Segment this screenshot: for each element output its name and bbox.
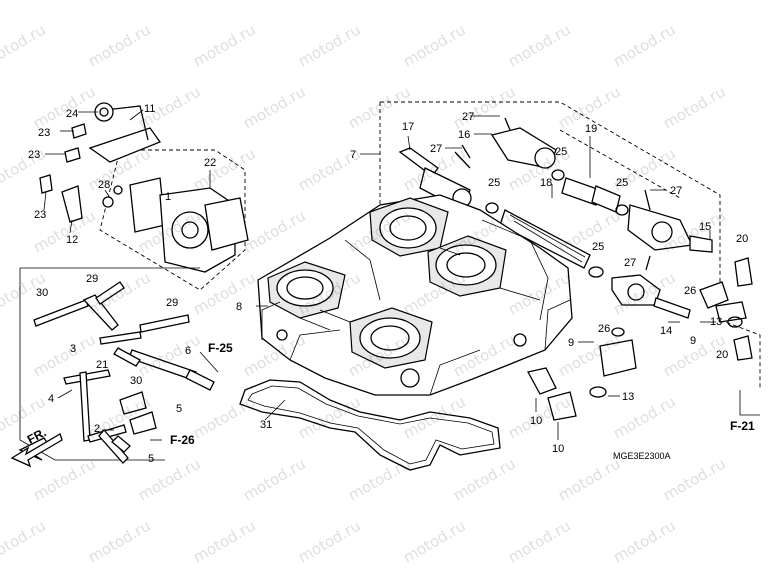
part-label: 30 bbox=[36, 287, 48, 299]
part-label: 25 bbox=[616, 177, 628, 189]
throttle-sensor-assembly bbox=[39, 102, 249, 291]
part-label: 5 bbox=[176, 403, 182, 415]
part-label: 20 bbox=[736, 233, 748, 245]
part-label: 6 bbox=[185, 345, 191, 357]
part-label: 10 bbox=[530, 415, 542, 427]
ref-f21: F-21 bbox=[730, 419, 755, 433]
brackets bbox=[527, 367, 577, 421]
part-label: 31 bbox=[260, 419, 272, 431]
part-label: 27 bbox=[462, 111, 474, 123]
reference-labels: F-25 F-26 F-21 FR. MGE3E2300A bbox=[25, 341, 755, 461]
part-label: 7 bbox=[350, 149, 356, 161]
part-label: 24 bbox=[66, 108, 78, 120]
part-label: 15 bbox=[699, 221, 711, 233]
drawing-code: MGE3E2300A bbox=[613, 451, 671, 461]
part-label: 1 bbox=[165, 191, 171, 203]
part-label: 14 bbox=[660, 325, 672, 337]
vacuum-hoses bbox=[18, 267, 215, 464]
part-label: 26 bbox=[598, 323, 610, 335]
part-label: 28 bbox=[98, 179, 110, 191]
fuel-rail-group bbox=[379, 101, 761, 398]
part-label: 19 bbox=[585, 123, 597, 135]
part-label: 22 bbox=[204, 157, 216, 169]
part-label: 25 bbox=[555, 146, 567, 158]
ref-f25: F-25 bbox=[208, 341, 233, 355]
part-label: 27 bbox=[624, 257, 636, 269]
part-label: 9 bbox=[690, 335, 696, 347]
part-label: 13 bbox=[622, 391, 634, 403]
part-label: 29 bbox=[86, 273, 98, 285]
front-direction-arrow bbox=[10, 433, 63, 468]
leader-lines bbox=[43, 109, 760, 441]
part-labels: 24 11 23 23 22 28 1 23 12 17 27 16 27 19… bbox=[28, 103, 748, 465]
part-label: 13 bbox=[710, 316, 722, 328]
part-label: 16 bbox=[458, 129, 470, 141]
part-label: 17 bbox=[402, 121, 414, 133]
part-label: 27 bbox=[430, 143, 442, 155]
part-label: 20 bbox=[716, 349, 728, 361]
part-label: 25 bbox=[488, 177, 500, 189]
part-label: 12 bbox=[66, 234, 78, 246]
part-label: 30 bbox=[130, 375, 142, 387]
part-label: 2 bbox=[94, 423, 100, 435]
part-label: 23 bbox=[38, 127, 50, 139]
part-label: 11 bbox=[144, 103, 155, 115]
ref-f26: F-26 bbox=[170, 433, 195, 447]
part-label: 3 bbox=[70, 343, 76, 355]
part-label: 25 bbox=[592, 241, 604, 253]
part-label: 26 bbox=[684, 285, 696, 297]
part-label: 27 bbox=[670, 185, 682, 197]
part-label: 8 bbox=[236, 301, 242, 313]
gasket bbox=[239, 379, 501, 471]
part-label: 5 bbox=[148, 453, 154, 465]
part-label: 21 bbox=[96, 359, 108, 371]
throttle-body bbox=[257, 194, 573, 396]
part-label: 4 bbox=[48, 393, 54, 405]
part-label: 9 bbox=[568, 337, 574, 349]
part-label: 10 bbox=[552, 443, 564, 455]
part-label: 23 bbox=[34, 209, 46, 221]
part-label: 29 bbox=[166, 297, 178, 309]
part-label: 23 bbox=[28, 149, 40, 161]
part-label: 18 bbox=[540, 177, 552, 189]
